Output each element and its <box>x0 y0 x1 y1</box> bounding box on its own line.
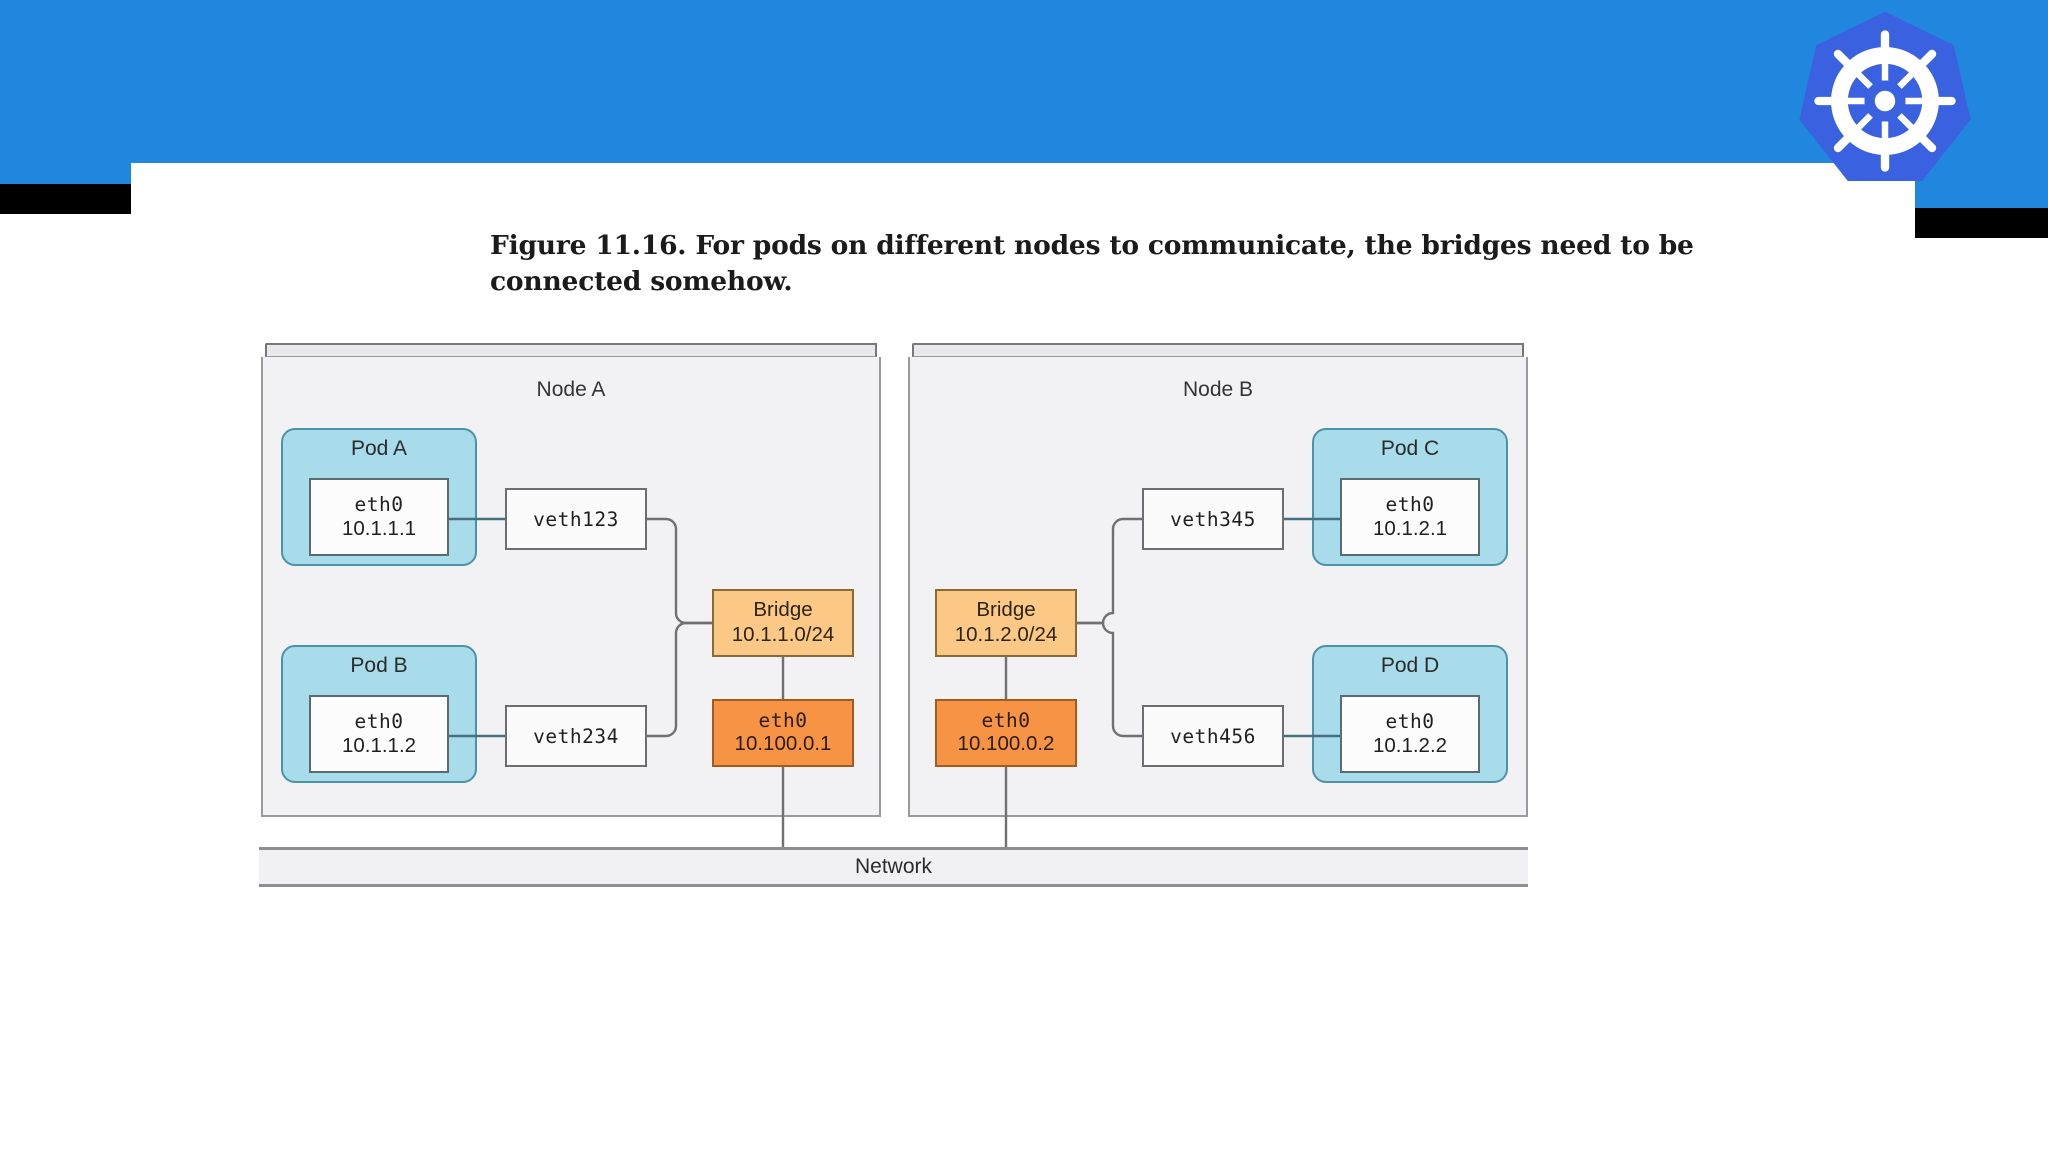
node-b-bridge-cidr: 10.1.2.0/24 <box>954 623 1058 646</box>
node-a-nic-ip: 10.100.0.1 <box>734 732 832 756</box>
black-accent-stripe-left <box>0 184 131 214</box>
pod-d-eth0-box: eth0 10.1.2.2 <box>1340 695 1480 773</box>
node-a-nic: eth0 10.100.0.1 <box>712 699 854 767</box>
pod-a-ip: 10.1.1.1 <box>341 517 417 541</box>
veth123-box: veth123 <box>505 488 647 550</box>
node-a-label: Node A <box>536 378 606 401</box>
pod-b-eth0-box: eth0 10.1.1.2 <box>309 695 449 773</box>
pod-d-iface: eth0 <box>1385 709 1435 733</box>
pod-c-ip: 10.1.2.1 <box>1372 517 1448 541</box>
node-a-nic-iface: eth0 <box>758 709 808 732</box>
node-b-nic-iface: eth0 <box>981 709 1031 732</box>
pod-a-label: Pod A <box>350 437 408 460</box>
node-b-nic: eth0 10.100.0.2 <box>935 699 1077 767</box>
node-a-lid <box>265 343 877 357</box>
pod-a-iface: eth0 <box>354 492 404 516</box>
pod-c-iface: eth0 <box>1385 492 1435 516</box>
pod-b-label: Pod B <box>350 654 408 677</box>
node-a-bridge-title: Bridge <box>753 598 813 622</box>
pod-a-eth0-box: eth0 10.1.1.1 <box>309 478 449 556</box>
node-b-lid <box>912 343 1524 357</box>
veth234-box: veth234 <box>505 705 647 767</box>
veth456-box: veth456 <box>1142 705 1284 767</box>
node-a-bridge: Bridge 10.1.1.0/24 <box>712 589 854 657</box>
network-bar: Network <box>259 847 1528 887</box>
pod-d-ip: 10.1.2.2 <box>1372 734 1448 758</box>
node-b-bridge-title: Bridge <box>976 598 1036 622</box>
kubernetes-logo <box>1792 8 1978 194</box>
figure-caption: Figure 11.16. For pods on different node… <box>490 230 1694 297</box>
node-b-nic-ip: 10.100.0.2 <box>957 732 1055 756</box>
node-a-bridge-cidr: 10.1.1.0/24 <box>731 623 835 646</box>
pod-b-iface: eth0 <box>354 709 404 733</box>
pod-c-eth0-box: eth0 10.1.2.1 <box>1340 478 1480 556</box>
node-b-label: Node B <box>1182 378 1254 401</box>
network-bar-label: Network <box>854 855 933 878</box>
pod-d-label: Pod D <box>1380 654 1440 677</box>
node-b-bridge: Bridge 10.1.2.0/24 <box>935 589 1077 657</box>
veth345-box: veth345 <box>1142 488 1284 550</box>
black-accent-stripe-right <box>1915 208 2048 238</box>
pod-b-ip: 10.1.1.2 <box>341 734 417 758</box>
pod-c-label: Pod C <box>1380 437 1440 460</box>
